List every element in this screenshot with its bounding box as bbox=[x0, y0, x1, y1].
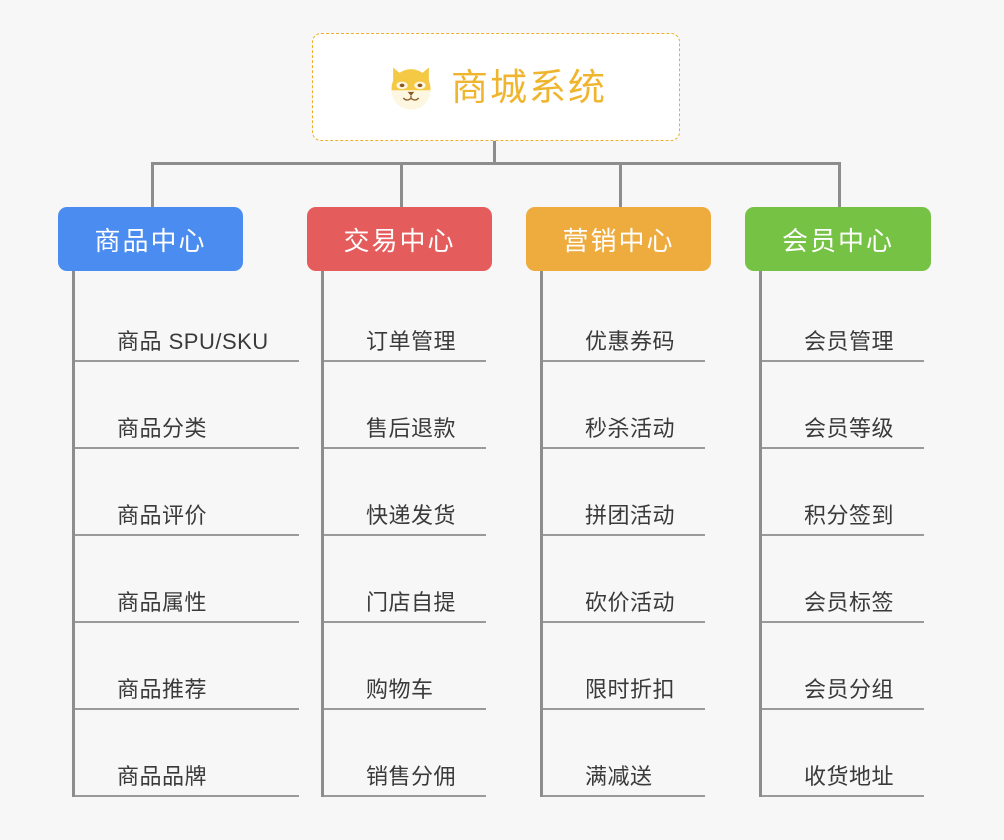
leaf-label: 会员管理 bbox=[804, 328, 895, 354]
leaf-item[interactable]: 购物车 bbox=[324, 623, 487, 710]
leaf-item[interactable]: 砍价活动 bbox=[543, 536, 706, 623]
leaf-item[interactable]: 订单管理 bbox=[324, 271, 487, 362]
leaf-label: 快递发货 bbox=[366, 502, 457, 528]
leaf-item[interactable]: 快递发货 bbox=[324, 449, 487, 536]
leaf-item[interactable]: 商品推荐 bbox=[75, 623, 299, 710]
leaf-label: 收货地址 bbox=[804, 763, 895, 789]
leaf-item[interactable]: 积分签到 bbox=[762, 449, 925, 536]
branch-column-1: 商品中心 商品 SPU/SKU 商品分类 商品评价 商品属性 商品推荐 商品品牌 bbox=[58, 207, 299, 797]
category-header-3[interactable]: 营销中心 bbox=[526, 207, 711, 271]
leaf-label: 秒杀活动 bbox=[585, 415, 676, 441]
leaf-label: 限时折扣 bbox=[585, 676, 676, 702]
category-header-4[interactable]: 会员中心 bbox=[745, 207, 931, 271]
leaf-label: 售后退款 bbox=[366, 415, 457, 441]
category-title-4: 会员中心 bbox=[781, 225, 894, 256]
leaf-item[interactable]: 门店自提 bbox=[324, 536, 487, 623]
leaf-list-1: 商品 SPU/SKU 商品分类 商品评价 商品属性 商品推荐 商品品牌 bbox=[72, 271, 299, 797]
leaf-label: 购物车 bbox=[366, 676, 434, 702]
connector-horizontal-bus bbox=[151, 162, 841, 165]
leaf-label: 商品分类 bbox=[117, 415, 208, 441]
leaf-label: 商品评价 bbox=[117, 502, 208, 528]
leaf-label: 会员分组 bbox=[804, 676, 895, 702]
leaf-label: 门店自提 bbox=[366, 589, 457, 615]
leaf-item[interactable]: 售后退款 bbox=[324, 362, 487, 449]
branch-column-4: 会员中心 会员管理 会员等级 积分签到 会员标签 会员分组 收货地址 bbox=[745, 207, 931, 797]
leaf-item[interactable]: 商品评价 bbox=[75, 449, 299, 536]
connector-drop-3 bbox=[619, 162, 622, 208]
leaf-item[interactable]: 优惠券码 bbox=[543, 271, 706, 362]
connector-drop-4 bbox=[838, 162, 841, 208]
leaf-label: 会员等级 bbox=[804, 415, 895, 441]
category-title-2: 交易中心 bbox=[343, 225, 456, 256]
leaf-item[interactable]: 秒杀活动 bbox=[543, 362, 706, 449]
leaf-label: 优惠券码 bbox=[585, 328, 676, 354]
root-node[interactable]: 商城系统 bbox=[312, 33, 680, 141]
leaf-item[interactable]: 拼团活动 bbox=[543, 449, 706, 536]
category-title-3: 营销中心 bbox=[562, 225, 675, 256]
leaf-item[interactable]: 会员分组 bbox=[762, 623, 925, 710]
leaf-label: 砍价活动 bbox=[585, 589, 676, 615]
leaf-item[interactable]: 商品分类 bbox=[75, 362, 299, 449]
category-header-1[interactable]: 商品中心 bbox=[58, 207, 243, 271]
category-title-1: 商品中心 bbox=[94, 225, 207, 256]
leaf-label: 会员标签 bbox=[804, 589, 895, 615]
leaf-item[interactable]: 商品 SPU/SKU bbox=[75, 271, 299, 362]
leaf-label: 积分签到 bbox=[804, 502, 895, 528]
leaf-list-2: 订单管理 售后退款 快递发货 门店自提 购物车 销售分佣 bbox=[321, 271, 487, 797]
connector-drop-1 bbox=[151, 162, 154, 208]
connector-root-stem bbox=[493, 141, 496, 164]
branch-column-2: 交易中心 订单管理 售后退款 快递发货 门店自提 购物车 销售分佣 bbox=[307, 207, 492, 797]
leaf-item[interactable]: 会员标签 bbox=[762, 536, 925, 623]
leaf-item[interactable]: 销售分佣 bbox=[324, 710, 487, 797]
leaf-label: 满减送 bbox=[585, 763, 653, 789]
connector-drop-2 bbox=[400, 162, 403, 208]
leaf-item[interactable]: 收货地址 bbox=[762, 710, 925, 797]
leaf-label: 商品 SPU/SKU bbox=[117, 328, 269, 354]
leaf-item[interactable]: 会员等级 bbox=[762, 362, 925, 449]
leaf-label: 商品推荐 bbox=[117, 676, 208, 702]
root-title: 商城系统 bbox=[451, 66, 607, 108]
branch-column-3: 营销中心 优惠券码 秒杀活动 拼团活动 砍价活动 限时折扣 满减送 bbox=[526, 207, 711, 797]
category-header-2[interactable]: 交易中心 bbox=[307, 207, 492, 271]
shiba-inu-icon bbox=[385, 61, 437, 113]
leaf-item[interactable]: 商品品牌 bbox=[75, 710, 299, 797]
leaf-item[interactable]: 商品属性 bbox=[75, 536, 299, 623]
leaf-label: 拼团活动 bbox=[585, 502, 676, 528]
leaf-item[interactable]: 会员管理 bbox=[762, 271, 925, 362]
leaf-list-3: 优惠券码 秒杀活动 拼团活动 砍价活动 限时折扣 满减送 bbox=[540, 271, 706, 797]
leaf-label: 商品属性 bbox=[117, 589, 208, 615]
leaf-item[interactable]: 满减送 bbox=[543, 710, 706, 797]
leaf-label: 订单管理 bbox=[366, 328, 457, 354]
leaf-label: 商品品牌 bbox=[117, 763, 208, 789]
leaf-item[interactable]: 限时折扣 bbox=[543, 623, 706, 710]
leaf-label: 销售分佣 bbox=[366, 763, 457, 789]
leaf-list-4: 会员管理 会员等级 积分签到 会员标签 会员分组 收货地址 bbox=[759, 271, 925, 797]
